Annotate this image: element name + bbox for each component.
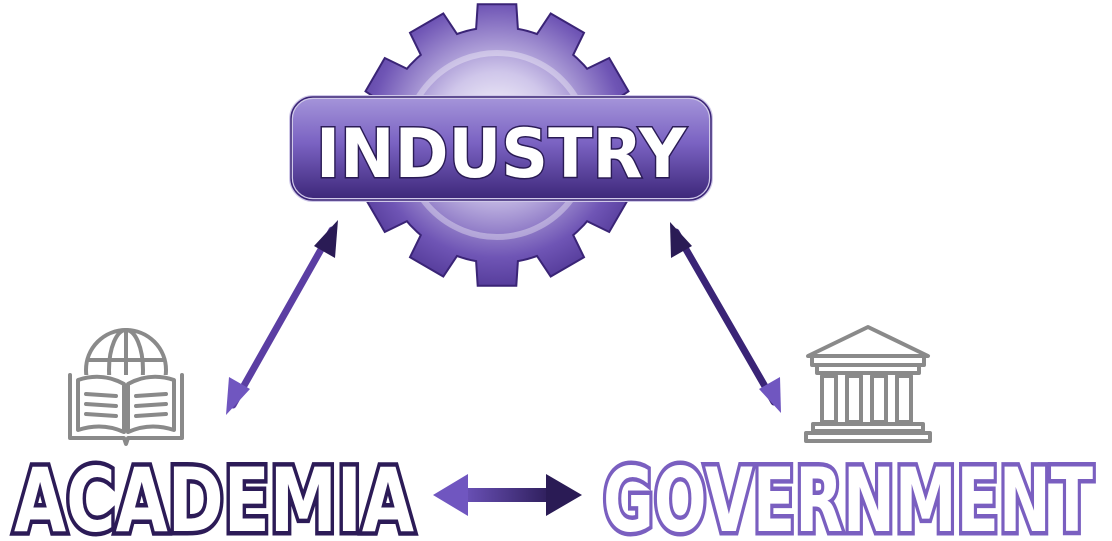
- arrow-industry-academia: [226, 220, 338, 415]
- industry-node: INDUSTRY: [289, 95, 713, 202]
- academia-label: ACADEMIA: [14, 449, 414, 541]
- book-globe-icon: [68, 328, 184, 446]
- government-building-icon: [804, 325, 932, 443]
- arrow-industry-government: [670, 222, 781, 413]
- arrow-academia-government: [433, 474, 582, 516]
- industry-label: INDUSTRY: [316, 115, 687, 194]
- government-label: GOVERNMENT: [603, 449, 1093, 541]
